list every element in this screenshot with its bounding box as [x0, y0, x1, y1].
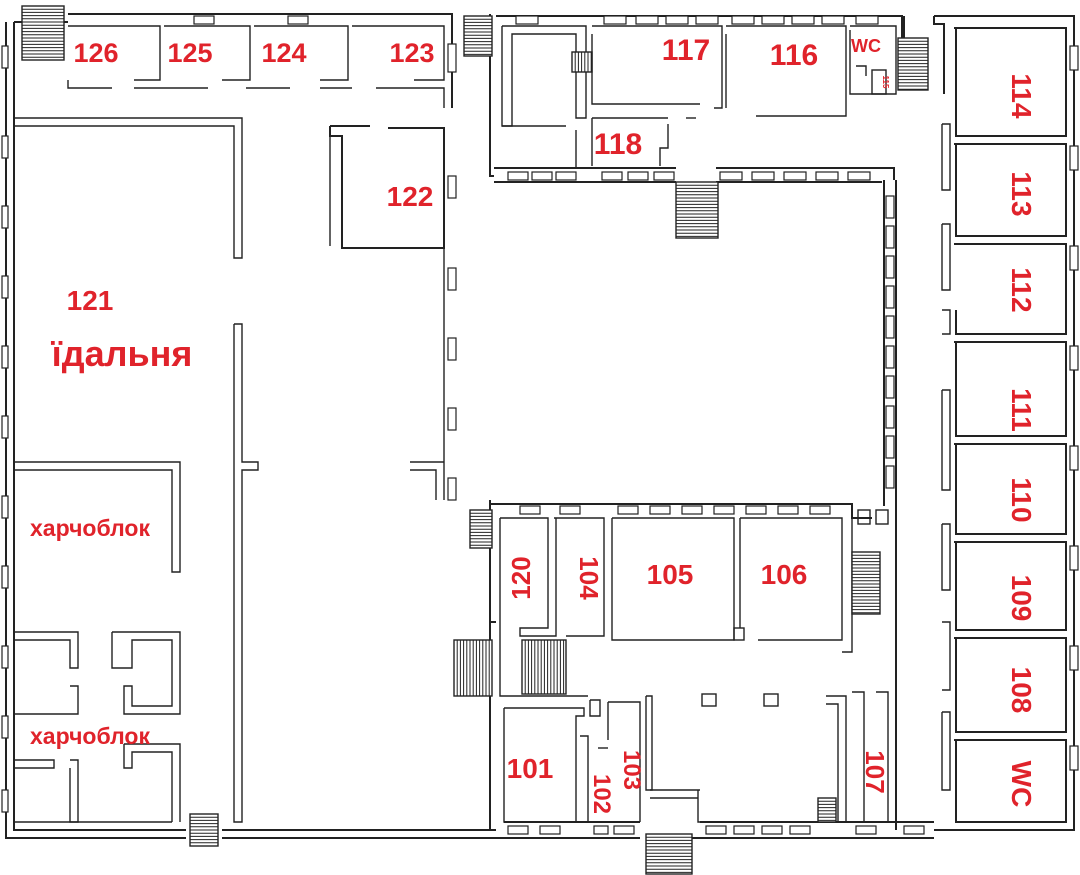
wc-north-label: WC: [851, 36, 881, 56]
room-105-label: 105: [647, 559, 694, 590]
room-109-label: 109: [1006, 575, 1037, 622]
stair-south-inner: [521, 639, 567, 695]
stair-south-east: [851, 551, 881, 615]
wc-east-label: WC: [1006, 761, 1037, 808]
stairs: [21, 5, 929, 875]
stair-west-entrance: [189, 813, 219, 847]
stair-small-117: [571, 51, 593, 73]
room-118-label: 118: [594, 128, 642, 161]
courtyard-east-windows: [885, 195, 895, 489]
stair-northwest: [21, 5, 65, 61]
room-125-label: 125: [167, 38, 212, 68]
room-106-label: 106: [761, 559, 808, 590]
room-115-label: 115: [881, 76, 890, 89]
kitchen-block-1-label: харчоблок: [30, 515, 150, 541]
kitchen-block-2-label: харчоблок: [30, 723, 150, 749]
north-windows: [507, 15, 879, 181]
room-120-label: 120: [506, 556, 536, 599]
room-116-label: 116: [770, 39, 818, 72]
stair-north-corner: [463, 15, 493, 57]
room-110-label: 110: [1006, 477, 1037, 522]
room-101-label: 101: [507, 753, 554, 784]
room-121-label: 121: [67, 285, 114, 316]
room-114-label: 114: [1006, 73, 1037, 119]
stair-south-west-small: [469, 509, 493, 549]
west-windows: [1, 15, 457, 813]
stair-south-entrance: [645, 833, 693, 875]
room-102-label: 102: [588, 774, 615, 814]
east-wing-walls: [933, 15, 1075, 831]
stair-north-courtyard: [675, 181, 719, 239]
room-108-label: 108: [1006, 667, 1037, 714]
stair-northeast: [897, 37, 929, 91]
room-122-label: 122: [387, 181, 434, 212]
room-126-label: 126: [73, 38, 118, 68]
room-labels: 126 125 124 123 122 121 їдальня харчобло…: [30, 34, 1037, 814]
stair-small-107: [817, 797, 837, 823]
west-building-walls: [5, 13, 496, 839]
room-124-label: 124: [261, 38, 306, 68]
room-117-label: 117: [662, 34, 710, 67]
room-103-label: 103: [618, 750, 645, 790]
room-112-label: 112: [1006, 267, 1037, 312]
room-123-label: 123: [389, 38, 434, 68]
stair-south-west-outer: [453, 639, 493, 697]
room-104-label: 104: [574, 556, 604, 600]
north-block-walls: [489, 14, 903, 183]
room-107-label: 107: [860, 750, 890, 793]
dining-hall-label: їдальня: [51, 333, 193, 374]
room-113-label: 113: [1006, 171, 1037, 216]
east-windows: [1069, 45, 1079, 771]
room-111-label: 111: [1006, 388, 1037, 432]
south-windows: [507, 505, 925, 835]
